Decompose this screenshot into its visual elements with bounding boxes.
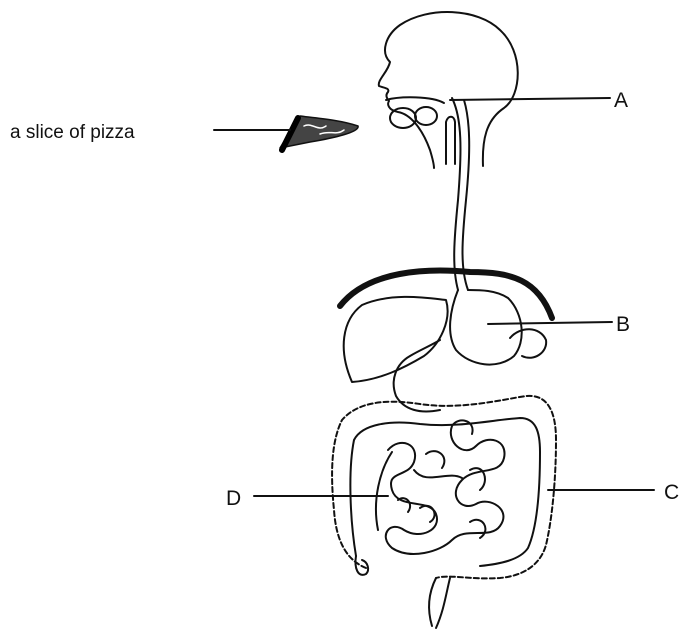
pizza-slice-picture [280, 116, 358, 150]
liver [344, 297, 448, 382]
small-intestine-coils [398, 451, 485, 538]
leader-line-B [488, 322, 612, 324]
oral-cavity-right [415, 107, 437, 125]
label-C: C [664, 482, 679, 503]
stomach [450, 290, 522, 365]
duodenum [394, 340, 440, 411]
label-D: D [226, 488, 241, 509]
trachea [446, 117, 455, 164]
label-A: A [614, 90, 628, 111]
small-intestine [376, 420, 505, 553]
rectum [429, 578, 450, 628]
label-B: B [616, 314, 630, 335]
diaphragm [340, 271, 552, 318]
mouth-cavity [386, 97, 444, 103]
leader-line-A [450, 98, 610, 100]
oral-cavity-left [390, 108, 416, 128]
head-outline [379, 12, 518, 168]
pizza-label: a slice of pizza [10, 123, 135, 142]
large-intestine [332, 396, 556, 579]
large-intestine-inner [350, 418, 540, 566]
